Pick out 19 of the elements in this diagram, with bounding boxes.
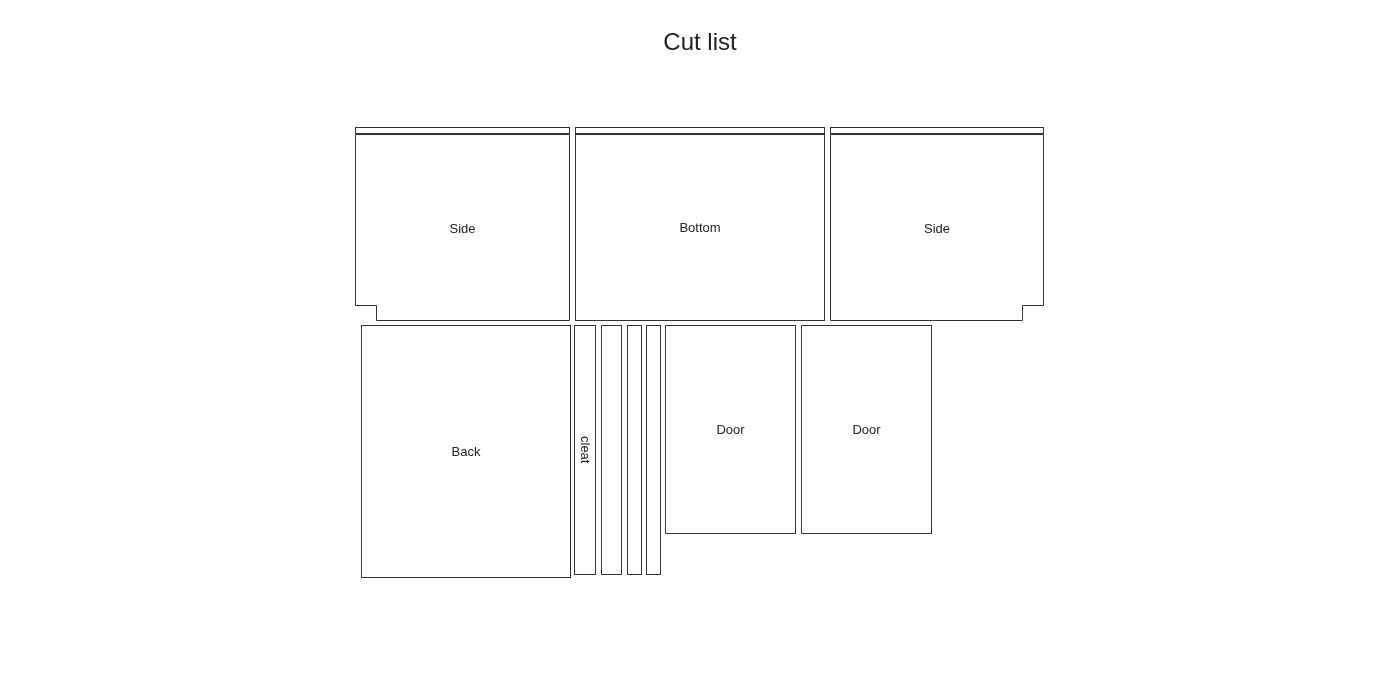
strip-piece (355, 127, 570, 134)
title: Cut list (663, 28, 737, 55)
panel-piece (801, 325, 932, 534)
panel-piece (361, 325, 571, 578)
part-label: Door (716, 422, 745, 437)
part-label: Bottom (679, 220, 721, 235)
part-label: Side (449, 220, 476, 236)
strip-piece (627, 325, 642, 575)
strip-piece (646, 325, 661, 575)
strip-piece (575, 127, 825, 134)
part-label: Side (924, 220, 950, 236)
part-label: Door (852, 422, 881, 437)
part-label: Back (451, 444, 481, 459)
strip-piece (830, 127, 1044, 134)
strip-piece (601, 325, 622, 575)
panel-piece (665, 325, 796, 534)
cleat-strip (574, 325, 596, 575)
part-label: cleat (577, 436, 593, 464)
panel-piece (575, 134, 825, 321)
